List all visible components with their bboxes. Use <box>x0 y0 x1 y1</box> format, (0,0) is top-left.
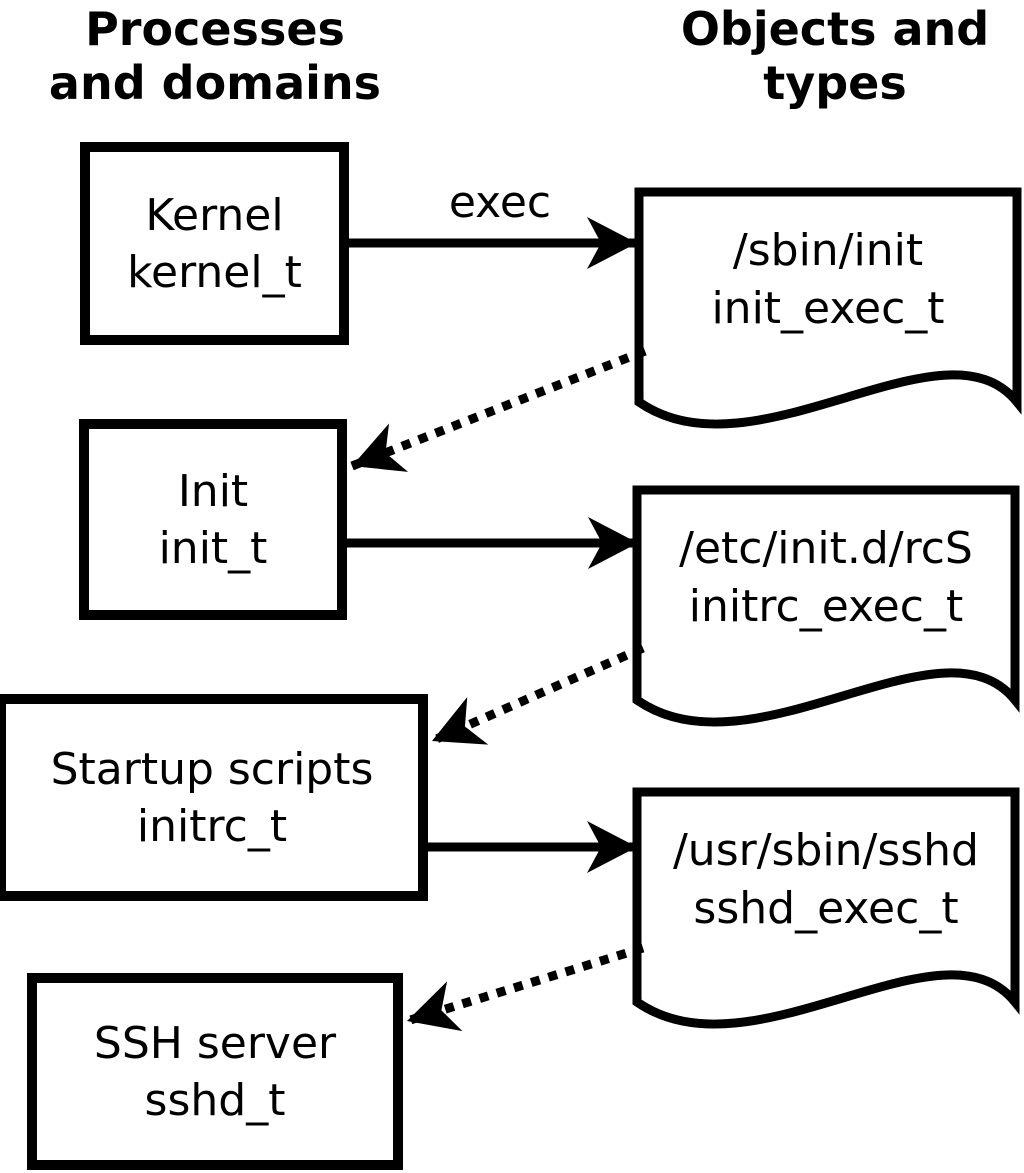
transition-arrow-to-initrc-t <box>430 643 645 746</box>
object-path-label: /etc/init.d/rcS <box>679 522 973 574</box>
process-type-label: initrc_t <box>136 800 288 852</box>
process-type-label: sshd_t <box>144 1074 286 1126</box>
column-header-processes-line1: Processes <box>85 2 345 56</box>
process-box-init: Init init_t <box>79 419 347 620</box>
process-name-label: Startup scripts <box>50 743 374 795</box>
object-doc-label-initrc-exec: /etc/init.d/rcS initrc_exec_t <box>637 490 1015 665</box>
exec-edge-label: exec <box>448 177 552 228</box>
process-name-label: Init <box>177 465 249 517</box>
transition-arrow-to-sshd-t <box>405 943 645 1032</box>
column-header-objects-line2: types <box>763 56 907 110</box>
object-type-label: init_exec_t <box>711 282 945 334</box>
object-doc-sshd-exec <box>632 787 1020 1029</box>
object-doc-init-exec <box>634 187 1022 429</box>
object-path-label: /usr/sbin/sshd <box>672 824 979 876</box>
process-box-kernel: Kernel kernel_t <box>80 142 349 345</box>
process-type-label: init_t <box>158 522 268 574</box>
object-doc-initrc-exec <box>632 485 1020 727</box>
process-name-label: SSH server <box>93 1017 337 1069</box>
object-doc-label-sshd-exec: /usr/sbin/sshd sshd_exec_t <box>637 792 1015 967</box>
object-doc-label-init-exec: /sbin/init init_exec_t <box>639 192 1017 367</box>
process-box-startup-scripts: Startup scripts initrc_t <box>0 694 428 901</box>
column-header-processes-line2: and domains <box>48 56 382 110</box>
column-header-objects-line1: Objects and <box>680 2 990 56</box>
process-box-ssh-server: SSH server sshd_t <box>27 973 403 1170</box>
object-type-label: sshd_exec_t <box>693 882 959 934</box>
object-type-label: initrc_exec_t <box>688 580 964 632</box>
transition-arrow-to-init-t <box>350 346 647 472</box>
process-name-label: Kernel <box>145 189 284 241</box>
object-path-label: /sbin/init <box>732 224 924 276</box>
process-type-label: kernel_t <box>127 246 302 298</box>
